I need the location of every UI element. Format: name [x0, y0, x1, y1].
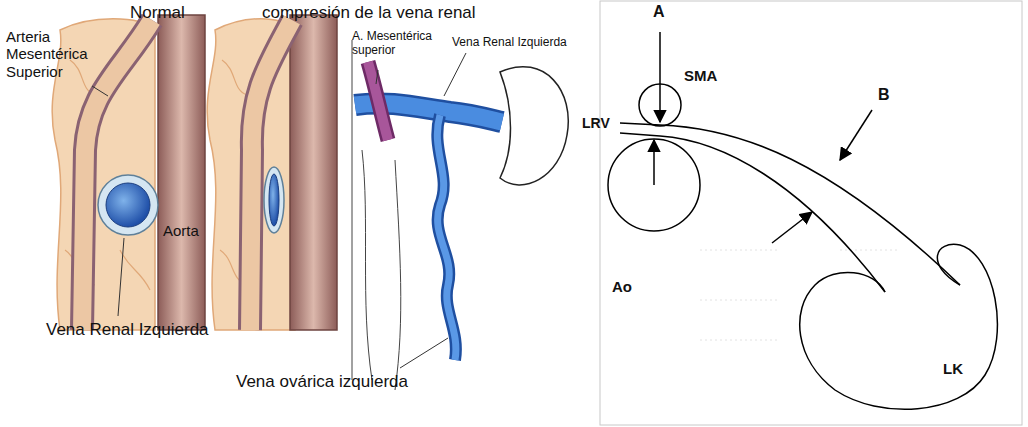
renal-vein — [98, 175, 158, 235]
ovarian-vein — [437, 115, 456, 360]
node-label: SMA — [684, 67, 717, 84]
panel-title: Normal — [130, 3, 185, 23]
sma — [82, 20, 152, 330]
leader-line — [376, 70, 378, 84]
kidney — [500, 67, 568, 185]
lrv-vein — [620, 123, 960, 285]
sma — [250, 20, 292, 330]
outline — [800, 244, 998, 409]
node-label: LK — [943, 360, 963, 377]
sma — [368, 62, 388, 140]
compression-panel — [207, 15, 337, 330]
arrow — [653, 140, 655, 185]
aorta — [158, 15, 205, 330]
arrow — [772, 212, 812, 243]
aorta — [290, 15, 337, 330]
leader-line — [92, 86, 108, 96]
compressed-vein — [264, 167, 284, 233]
kidney-panel — [352, 40, 568, 390]
node-outline — [785, 240, 1010, 420]
part-label: Vena ovárica izquierda — [236, 372, 408, 392]
part-label: Arteria Mesentérica Superior — [6, 28, 92, 80]
kidney-shape: LK — [785, 240, 1010, 420]
aorta-circle: Ao — [607, 138, 701, 232]
leader-line — [118, 238, 124, 316]
panel-title: compresión de la vena renal — [262, 3, 476, 23]
node-outline — [638, 83, 682, 127]
callout-letter: B — [878, 86, 890, 104]
leader-line — [444, 53, 466, 96]
node-label: Ao — [612, 278, 632, 295]
outline — [608, 139, 700, 231]
outline — [639, 84, 681, 126]
node-outline — [607, 138, 701, 232]
vessel-label: LRV — [582, 115, 610, 131]
part-label: A. Mesentérica superior — [352, 30, 452, 58]
arrow — [840, 110, 872, 160]
arrow — [659, 32, 661, 122]
part-label: Vena Renal Izquierda — [46, 320, 209, 340]
callout-letter: A — [653, 3, 665, 21]
schematic — [600, 1, 1022, 425]
leader-line — [400, 338, 448, 368]
part-label: Aorta — [163, 222, 199, 239]
sma-circle: SMA — [638, 83, 682, 127]
part-label: Vena Renal Izquierda — [452, 36, 567, 50]
